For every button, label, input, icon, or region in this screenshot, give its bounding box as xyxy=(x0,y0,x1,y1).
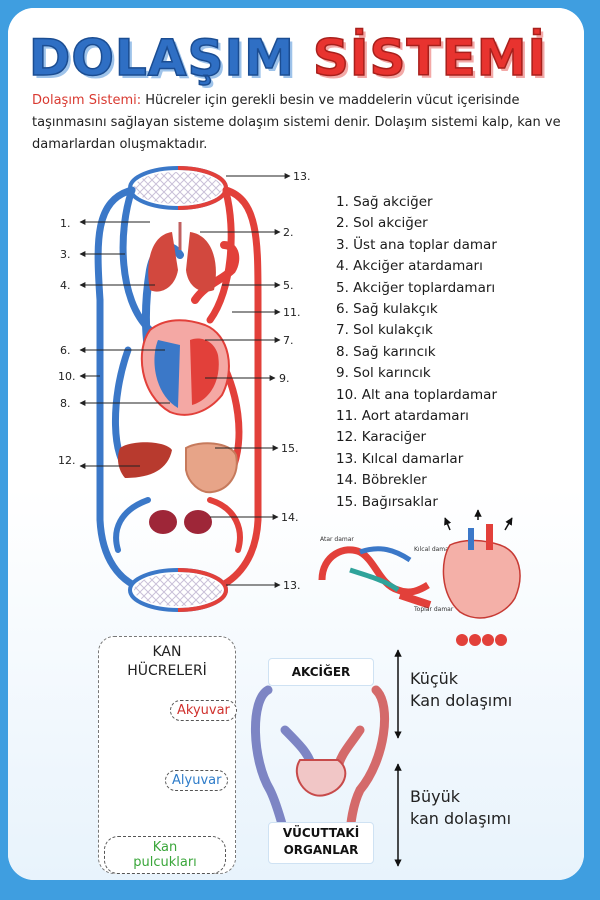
legend-list: 1. Sağ akciğer 2. Sol akciğer 3. Üst ana… xyxy=(336,192,576,513)
lung-box: AKCİĞER xyxy=(268,658,374,686)
label-12: 12. xyxy=(58,454,76,467)
label-14: 14. xyxy=(281,511,299,524)
page-title: DOLAŞIM SİSTEMİ xyxy=(0,29,576,87)
intro-paragraph: Dolaşım Sistemi: Hücreler için gerekli b… xyxy=(32,90,562,156)
title-word-dolasim: DOLAŞIM xyxy=(28,29,295,87)
legend-item: 7. Sol kulakçık xyxy=(336,322,433,339)
pill-wbc: Alyuvar xyxy=(165,770,229,791)
intestines xyxy=(185,442,238,494)
liver xyxy=(117,442,172,478)
body-organs-line1: VÜCUTTAKİ xyxy=(282,826,360,840)
label-7: 7. xyxy=(283,334,294,347)
big-circulation-line1: Büyük xyxy=(410,787,460,806)
vessel-label-vein: Toplar damar xyxy=(413,606,454,613)
vessel-label-artery: Atar damar xyxy=(320,536,354,543)
pill-platelets-line1: Kan xyxy=(152,840,178,855)
legend-item: 5. Akciğer toplardamarı xyxy=(336,279,496,296)
legend-item: 8. Sağ karıncık xyxy=(336,343,436,360)
big-circulation-label: Büyük kan dolaşımı xyxy=(410,786,511,830)
heart xyxy=(140,319,230,416)
label-8: 8. xyxy=(60,397,71,410)
blood-cells-panel: KAN HÜCRELERİ xyxy=(98,636,236,874)
lungs xyxy=(148,222,216,292)
body-organs-box: VÜCUTTAKİ ORGANLAR xyxy=(268,822,374,864)
legend-item: 6. Sağ kulakçık xyxy=(336,301,438,318)
legend-item: 1. Sağ akciğer xyxy=(336,194,433,210)
pill-platelets-line2: pulcukları xyxy=(133,855,197,870)
legend-item: 14. Böbrekler xyxy=(336,472,427,489)
legend-item: 11. Aort atardamarı xyxy=(336,408,469,425)
blood-cells-title-line2: HÜCRELERİ xyxy=(127,663,207,679)
label-9: 9. xyxy=(279,372,290,385)
legend-item: 13. Kılcal damarlar xyxy=(336,450,464,467)
leader-lines xyxy=(79,173,291,588)
legend-item: 2. Sol akciğer xyxy=(336,215,428,232)
legend-item: 12. Karaciğer xyxy=(336,429,427,446)
label-15: 15. xyxy=(281,442,299,455)
legend-item: 15. Bağırsaklar xyxy=(336,493,438,510)
kidneys xyxy=(149,510,212,534)
blood-cells-title-line1: KAN xyxy=(152,644,182,660)
title-word-sistemi: SİSTEMİ xyxy=(312,29,548,87)
pill-platelets: Kan pulcukları xyxy=(104,836,226,874)
legend-item: 4. Akciğer atardamarı xyxy=(336,258,483,275)
legend-item: 3. Üst ana toplar damar xyxy=(336,236,497,253)
vessel-label-capillary: Kılcal damar xyxy=(414,546,452,553)
label-1: 1. xyxy=(60,217,71,230)
label-13-top: 13. xyxy=(293,170,311,183)
upper-capillary-bed xyxy=(128,166,229,210)
label-13-bottom: 13. xyxy=(283,579,301,592)
big-circulation-line2: kan dolaşımı xyxy=(410,809,512,828)
label-3: 3. xyxy=(60,248,71,261)
pill-rbc: Akyuvar xyxy=(170,700,237,721)
heart-detail-diagram xyxy=(442,509,521,646)
blood-cells-title: KAN HÜCRELERİ xyxy=(99,643,235,681)
body-organs-line2: ORGANLAR xyxy=(283,843,359,857)
vessel-types-diagram: Atar damar Kılcal damar Toplar damar xyxy=(318,536,454,613)
legend-item: 9. Sol karıncık xyxy=(336,365,431,382)
intro-text: Hücreler için gerekli besin ve maddeleri… xyxy=(32,93,561,152)
small-circulation-label: Küçük Kan dolaşımı xyxy=(410,668,512,712)
label-6: 6. xyxy=(60,344,71,357)
label-5: 5. xyxy=(283,279,294,292)
label-10: 10. xyxy=(58,370,76,383)
label-4: 4. xyxy=(60,279,71,292)
intro-lead: Dolaşım Sistemi: xyxy=(32,93,142,108)
legend-item: 10. Alt ana toplardamar xyxy=(336,386,497,403)
small-circulation-line2: Kan dolaşımı xyxy=(410,691,513,710)
small-circulation-line1: Küçük xyxy=(410,669,459,688)
label-11: 11. xyxy=(283,306,301,319)
label-2: 2. xyxy=(283,226,294,239)
lower-capillary-bed xyxy=(128,568,229,612)
